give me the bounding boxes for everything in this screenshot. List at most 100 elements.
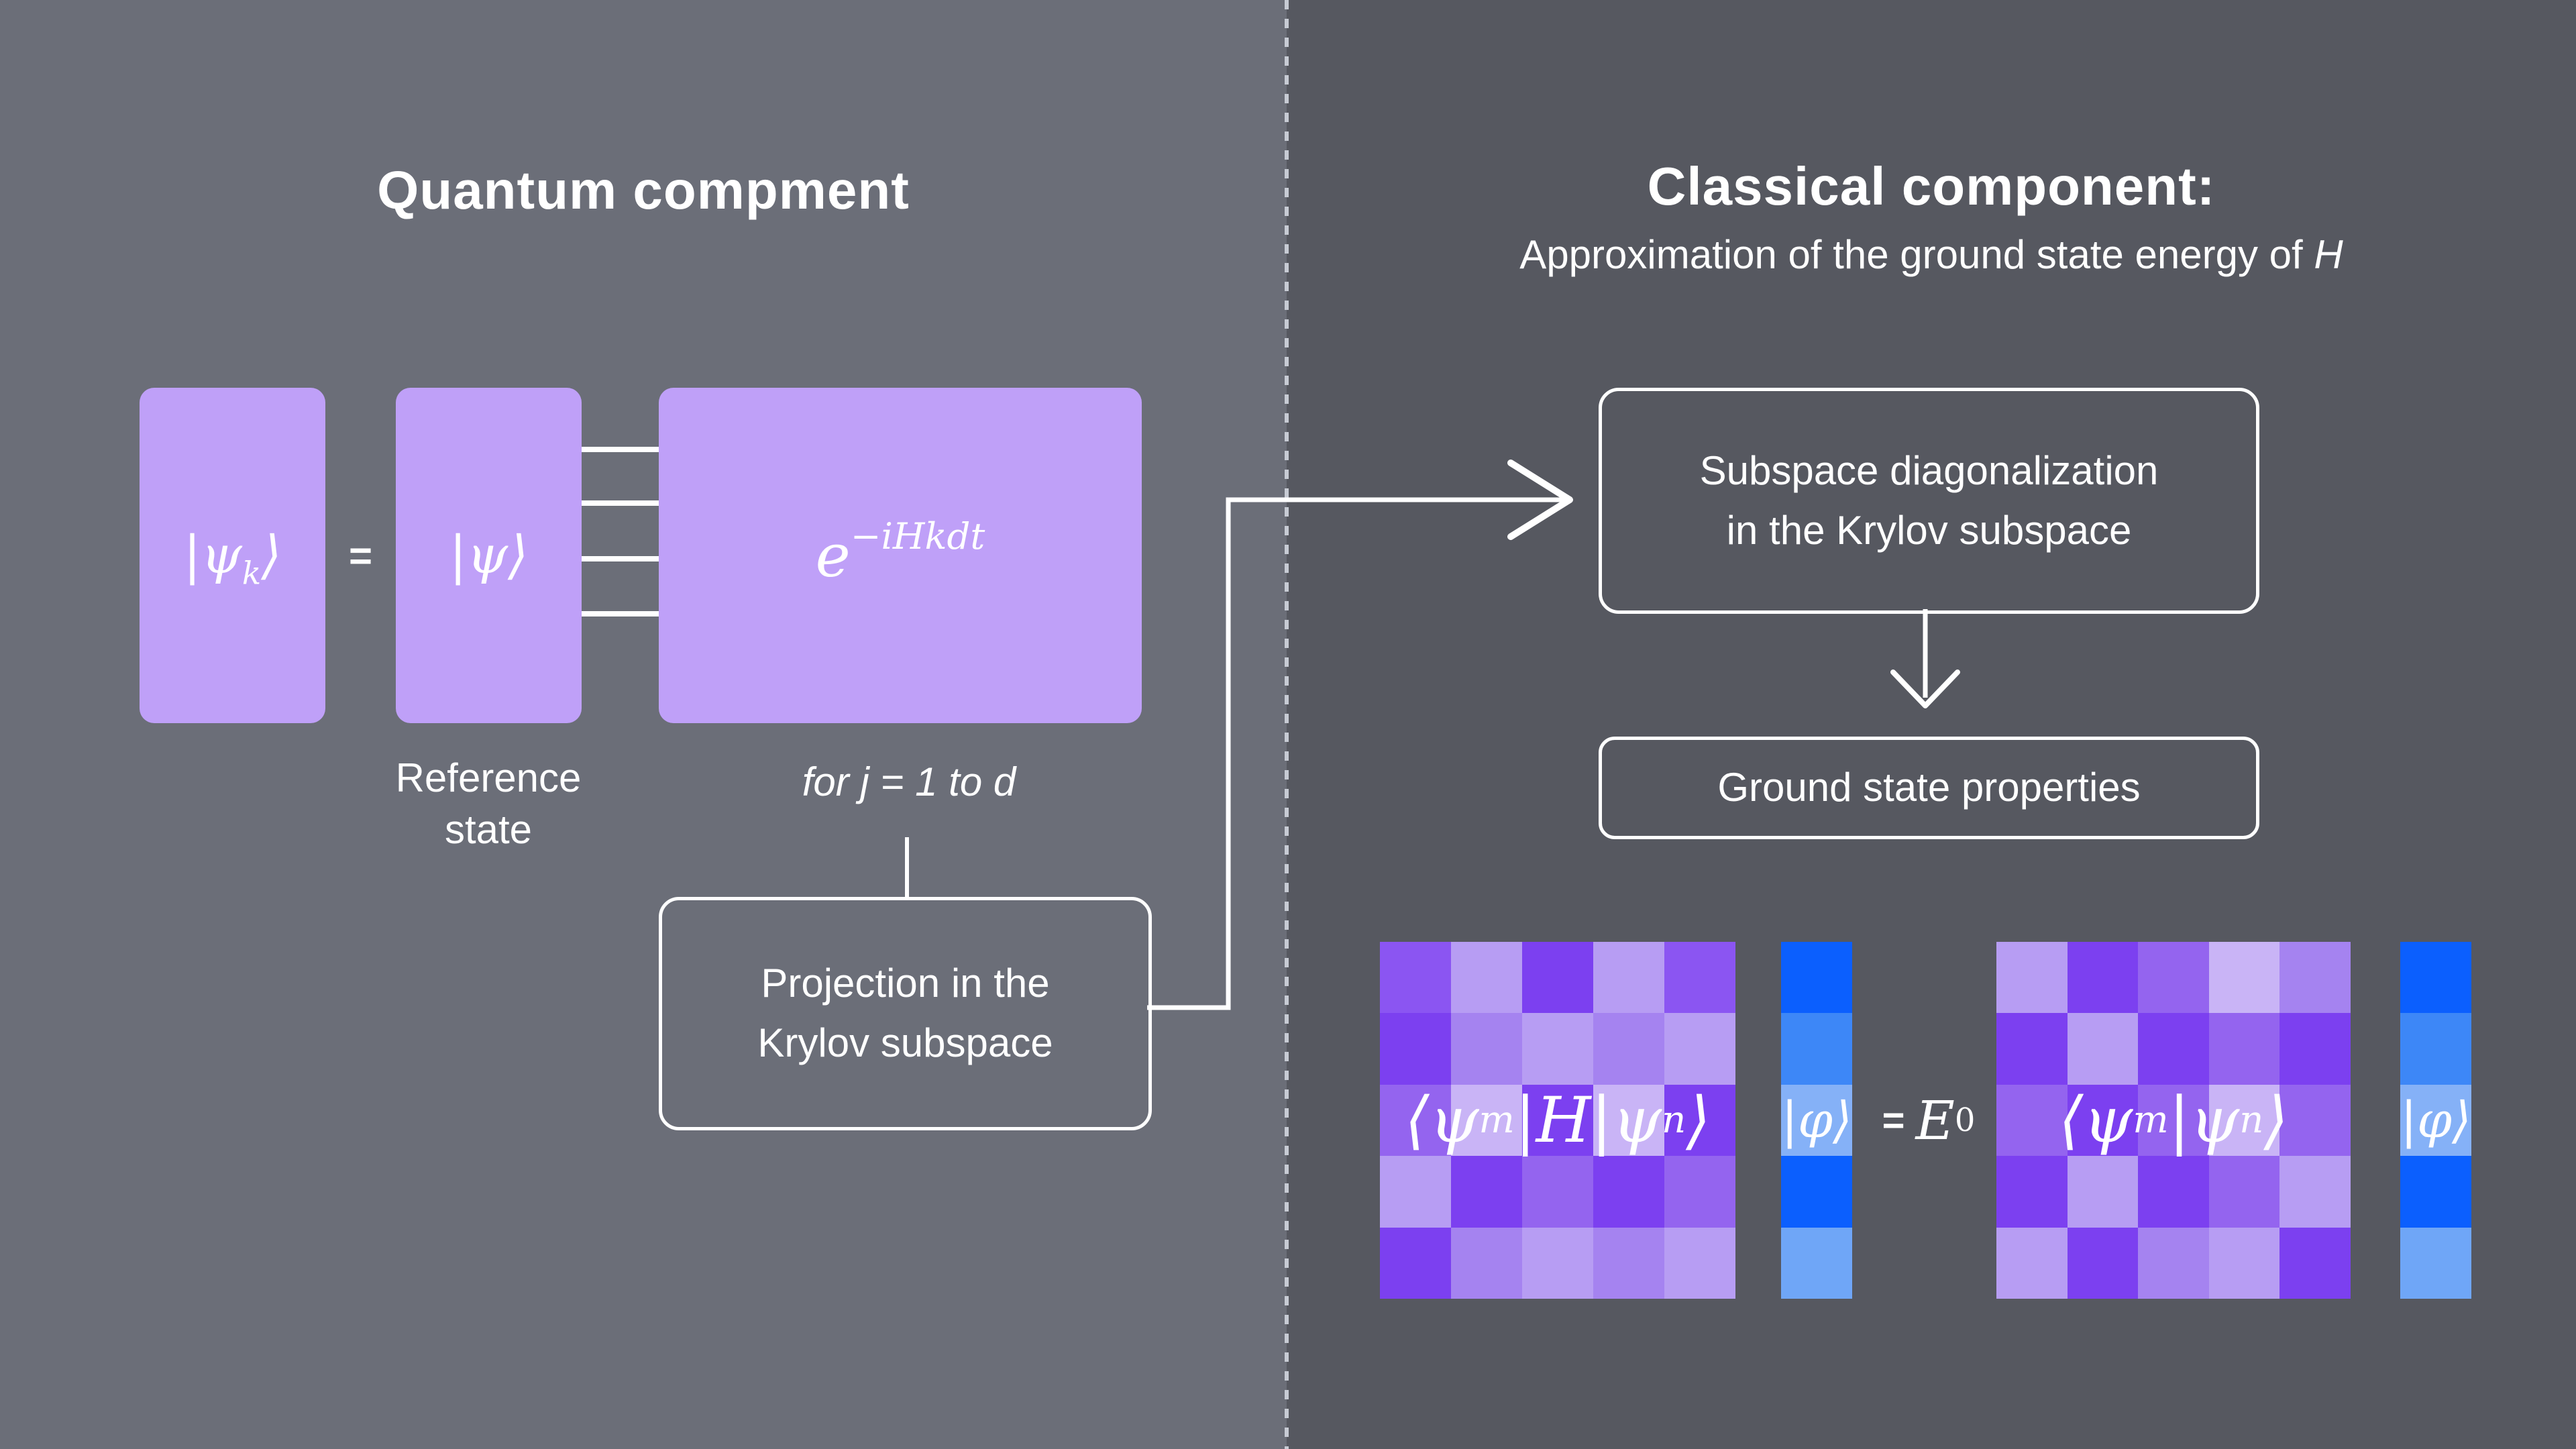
- matrix-cell: [2067, 1013, 2139, 1085]
- overlap-matrix-grid: [1996, 942, 2351, 1299]
- circuit-wire: [582, 500, 659, 506]
- matrix-cell: [2279, 1013, 2351, 1085]
- matrix-cell: [1451, 942, 1522, 1014]
- matrix-cell: [1380, 1013, 1451, 1085]
- matrix-cell: [1451, 1227, 1522, 1299]
- matrix-cell: [1380, 1227, 1451, 1299]
- matrix-cell: [2208, 1156, 2280, 1228]
- matrix-cell: [2067, 1084, 2139, 1157]
- matrix-cell: [2279, 1156, 2351, 1228]
- matrix-cell: [2138, 1156, 2209, 1228]
- gate-base: e: [815, 521, 851, 590]
- diag-box-line2: in the Krylov subspace: [1726, 507, 2132, 553]
- subtitle-hamiltonian-symbol: H: [2314, 232, 2343, 277]
- psi-k-post: ⟩: [261, 525, 282, 586]
- matrix-cell: [1996, 942, 2068, 1014]
- matrix-cell: [2067, 1156, 2139, 1228]
- psi-label: |ψ⟩: [449, 525, 529, 586]
- e0-equals-sign: =: [1882, 1098, 1905, 1142]
- psi-k-subscript: k: [241, 555, 262, 592]
- classical-panel-title: Classical component:: [1647, 156, 2216, 216]
- matrix-cell: [1593, 942, 1664, 1014]
- matrix-cell: [1593, 1084, 1664, 1157]
- matrix-cell: [2138, 1227, 2209, 1299]
- matrix-cell: [2138, 1084, 2209, 1157]
- ground-box-label: Ground state properties: [1717, 765, 2141, 810]
- projection-box-line2: Krylov subspace: [757, 1020, 1053, 1065]
- matrix-cell: [2279, 942, 2351, 1014]
- phi-vector-grid: [2400, 942, 2471, 1299]
- gate-exponent: −iHkdt: [850, 515, 985, 558]
- matrix-cell: [1781, 1156, 1852, 1228]
- matrix-cell: [1781, 1084, 1852, 1157]
- panel-divider-dashed-line: [1285, 0, 1289, 1449]
- matrix-cell: [1522, 1156, 1593, 1228]
- matrix-cell: [1664, 1013, 1735, 1085]
- matrix-cell: [1522, 1084, 1593, 1157]
- psi-k-pre: |ψ: [183, 525, 242, 586]
- matrix-cell: [1380, 942, 1451, 1014]
- matrix-cell: [2208, 1013, 2280, 1085]
- circuit-wire: [582, 556, 659, 561]
- matrix-cell: [1996, 1227, 2068, 1299]
- matrix-cell: [1781, 1013, 1852, 1085]
- matrix-cell: [1996, 1013, 2068, 1085]
- circuit-wire: [582, 447, 659, 452]
- matrix-cell: [1593, 1013, 1664, 1085]
- hamiltonian-matrix-grid: [1380, 942, 1735, 1299]
- matrix-cell: [1380, 1084, 1451, 1157]
- matrix-cell: [2067, 942, 2139, 1014]
- matrix-cell: [1996, 1084, 2068, 1157]
- matrix-cell: [2208, 942, 2280, 1014]
- time-evolution-gate-label: e−iHkdt: [815, 518, 985, 590]
- matrix-cell: [2208, 1084, 2280, 1157]
- reference-state-block: |ψ⟩: [396, 388, 582, 723]
- equals-sign: =: [348, 533, 373, 578]
- loop-caption: for j = 1 to d: [802, 759, 1016, 804]
- matrix-cell: [1664, 942, 1735, 1014]
- projection-box: Projection in the Krylov subspace: [659, 897, 1152, 1130]
- matrix-cell: [1380, 1156, 1451, 1228]
- classical-panel-subtitle: Approximation of the ground state energy…: [1287, 231, 2576, 278]
- matrix-cell: [2067, 1227, 2139, 1299]
- matrix-cell: [2279, 1084, 2351, 1157]
- matrix-cell: [1451, 1156, 1522, 1228]
- state-psi-k-block: |ψk⟩: [140, 388, 325, 723]
- diag-box-line1: Subspace diagonalization: [1699, 447, 2159, 493]
- matrix-cell: [2400, 1084, 2471, 1157]
- phi-vector-grid: [1781, 942, 1852, 1299]
- matrix-cell: [2400, 1156, 2471, 1228]
- time-evolution-gate-block: e−iHkdt: [659, 388, 1142, 723]
- circuit-wire: [582, 611, 659, 616]
- psi-pre: |ψ: [449, 525, 508, 586]
- matrix-cell: [1781, 1227, 1852, 1299]
- matrix-cell: [2400, 1227, 2471, 1299]
- matrix-cell: [2400, 1013, 2471, 1085]
- matrix-cell: [1522, 1013, 1593, 1085]
- projection-box-line1: Projection in the: [761, 961, 1050, 1006]
- matrix-cell: [1593, 1156, 1664, 1228]
- matrix-cell: [1781, 942, 1852, 1014]
- reference-state-caption: Reference state: [354, 753, 623, 856]
- e0-symbol: E: [1915, 1089, 1955, 1152]
- psi-k-label: |ψk⟩: [183, 525, 282, 590]
- matrix-cell: [1451, 1084, 1522, 1157]
- matrix-cell: [2138, 942, 2209, 1014]
- reference-caption-line2: state: [444, 806, 533, 852]
- matrix-cell: [1593, 1227, 1664, 1299]
- matrix-cell: [1451, 1013, 1522, 1085]
- matrix-cell: [2400, 942, 2471, 1014]
- reference-caption-line1: Reference: [395, 755, 582, 800]
- subspace-diagonalization-box: Subspace diagonalization in the Krylov s…: [1599, 388, 2259, 614]
- matrix-cell: [2138, 1013, 2209, 1085]
- matrix-cell: [1664, 1084, 1735, 1157]
- matrix-cell: [1522, 1227, 1593, 1299]
- psi-post: ⟩: [508, 525, 529, 586]
- matrix-cell: [2279, 1227, 2351, 1299]
- matrix-cell: [1522, 942, 1593, 1014]
- ground-state-properties-box: Ground state properties: [1599, 737, 2259, 839]
- matrix-cell: [1664, 1227, 1735, 1299]
- matrix-cell: [1996, 1156, 2068, 1228]
